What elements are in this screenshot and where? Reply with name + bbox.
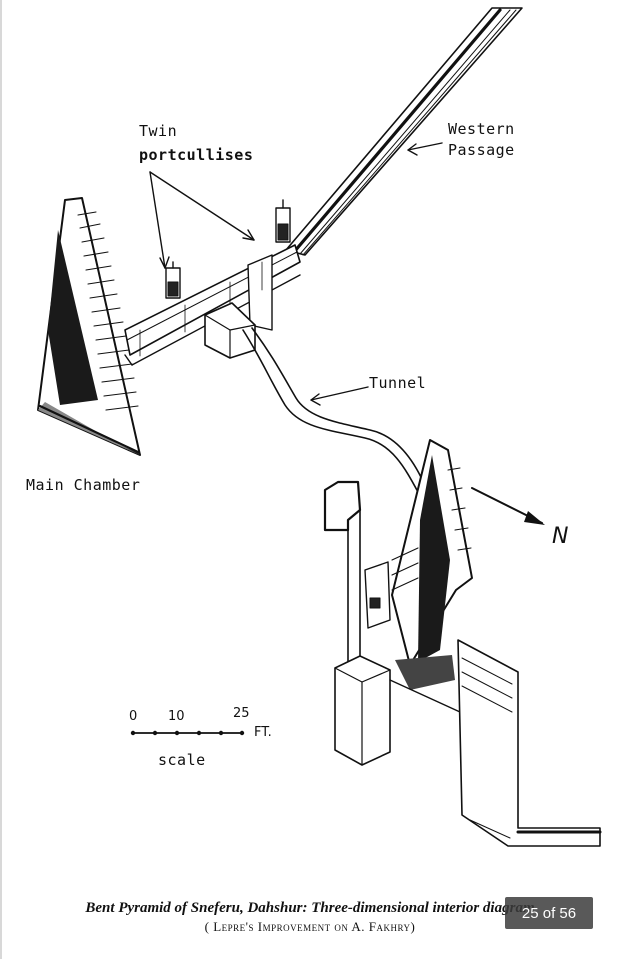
figure-caption: Bent Pyramid of Sneferu, Dahshur: Three-…	[0, 900, 620, 935]
caption-credit: ( Lepre's Improvement on A. Fakhry)	[204, 919, 416, 934]
portcullis-1	[165, 261, 181, 299]
caption-title: Bent Pyramid of Sneferu, Dahshur: Three-…	[85, 900, 535, 916]
main-chamber	[37, 197, 141, 456]
scale-bar	[130, 730, 245, 736]
main-chamber-label: Main Chamber	[26, 476, 141, 494]
tunnel-label: Tunnel	[369, 374, 427, 392]
western-passage-label-line1: Western	[448, 120, 515, 138]
twin-portcullises-label-line1: Twin	[139, 122, 178, 140]
twin-portcullises-label-line2: portcullises	[139, 146, 254, 164]
leader-arrows	[149, 142, 443, 406]
slide-counter: 25 of 56	[505, 897, 593, 929]
north-arrow	[471, 487, 545, 525]
western-passage	[285, 7, 523, 256]
tunnel	[242, 327, 427, 493]
western-passage-label-line2: Passage	[448, 141, 515, 159]
north-label: N	[552, 524, 569, 549]
scale-word: scale	[158, 751, 206, 769]
lower-shafts	[323, 480, 602, 847]
pyramid-interior-diagram	[37, 7, 602, 847]
portcullis-2	[275, 199, 291, 243]
scale-tick-10: 10	[168, 709, 185, 724]
junction-block	[204, 302, 256, 359]
lower-chamber	[391, 439, 473, 690]
scale-unit: FT.	[254, 725, 272, 740]
scale-tick-25: 25	[233, 706, 250, 721]
scale-tick-0: 0	[129, 709, 138, 724]
